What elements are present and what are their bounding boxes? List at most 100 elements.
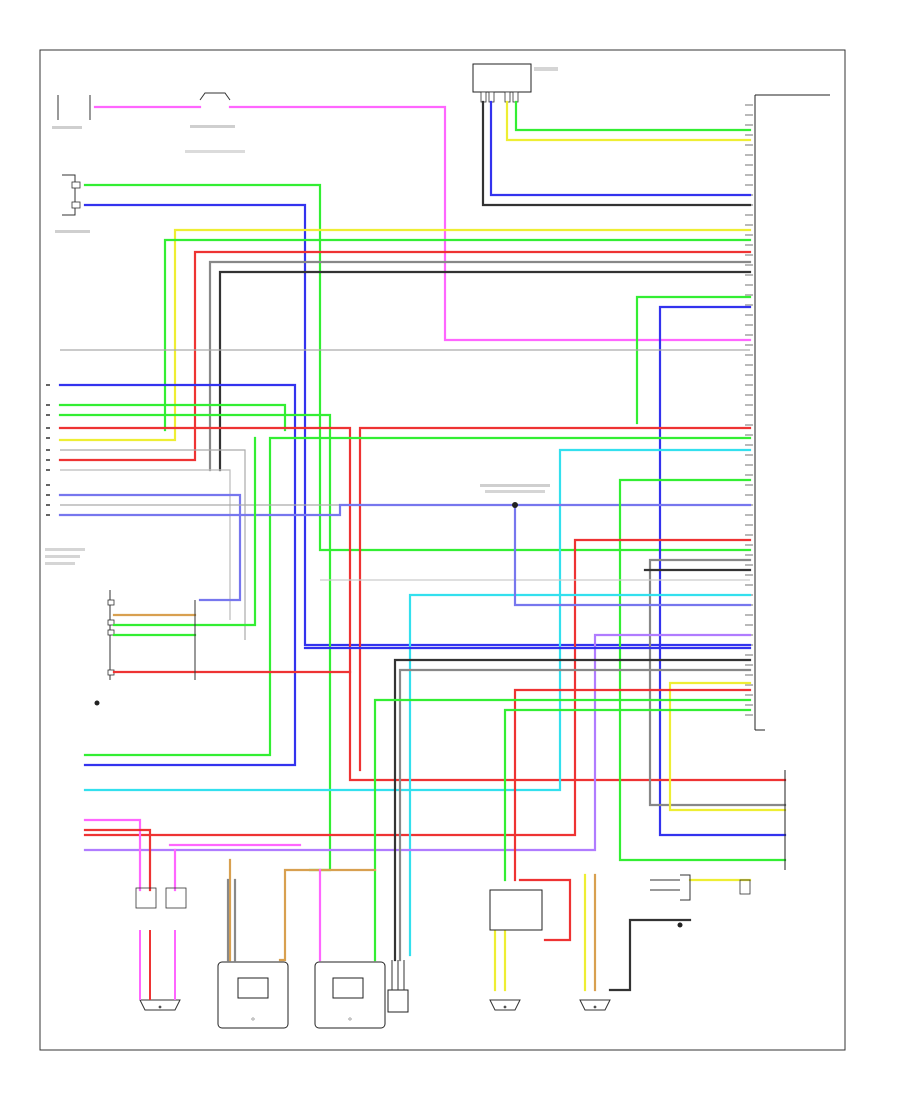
terminal-tick [745,474,753,476]
terminal-tick [745,704,753,706]
terminal-tick [745,344,753,346]
terminal-tick [745,434,753,436]
center-splice [480,484,550,508]
wire-violet-left-bus [58,493,242,602]
left-front-speaker-bottom: ◉ [135,887,187,1011]
terminal-tick [745,664,753,666]
wire-green-left-bus-1 [58,403,287,432]
wire-blue-lf-speaker [83,203,752,647]
wire-black-top-module [481,100,752,207]
terminal-tick [745,714,753,716]
wire-violet-left-bus-2 [58,503,752,517]
wire-blue-top-module [489,100,752,197]
terminal-tick [46,449,50,451]
top-module-label-mark [534,67,558,71]
speaker-icon: ◉ [503,1004,507,1009]
terminal-tick [745,424,753,426]
terminal-tick [745,694,753,696]
terminal-tick [745,614,753,616]
junction-connector-top [185,92,245,153]
wire-black-run-1 [218,270,752,472]
terminal-tick [745,144,753,146]
wire-violet-mid [513,503,752,607]
wire-green-lm [112,436,257,627]
terminal-tick [745,484,753,486]
terminal-tick [745,254,753,256]
terminal-tick [46,427,50,429]
left-rear-speaker: ◉ [579,999,611,1011]
wire-gray-run-1 [208,260,752,472]
terminal-tick [745,294,753,296]
wire-gray-left-bus [60,449,246,640]
terminal-tick [745,104,753,106]
terminal-tick [745,444,753,446]
terminal-tick [745,464,753,466]
wire-gray-left-bus-2 [60,469,231,620]
terminal-tick [745,544,753,546]
terminal-tick [745,304,753,306]
terminal-tick [745,174,753,176]
terminal-tick [46,514,50,516]
terminal-tick [745,284,753,286]
wire-red-box-loop [518,878,572,942]
terminal-tick [46,494,50,496]
speaker-icon: ◉ [158,1004,162,1009]
terminal-tick [745,514,753,516]
wire-cyan-mid [408,593,752,957]
wire-green-right-vert [635,295,752,425]
tweeter-icon: ◎ [251,1016,255,1021]
junction-label-mark [190,125,235,128]
right-rear-speaker: ◉ [489,889,543,1011]
terminal-tick [745,534,753,536]
wire-black-right-speaker [608,918,692,992]
wire-yellow-top-module [505,100,752,142]
terminal-tick [745,674,753,676]
terminal-tick [745,184,753,186]
wire-green-top-module [514,100,752,132]
wire-yellow-run-1 [58,228,752,442]
wire-red-bottom-1 [83,828,152,892]
left-front-speaker-top [55,174,90,233]
terminal-tick [46,437,50,439]
terminal-tick [745,554,753,556]
terminal-tick [745,564,753,566]
terminal-tick [46,404,50,406]
top-module-pins [480,91,519,103]
wire-pink-top [93,105,752,342]
terminal-tick [745,454,753,456]
terminal-tick [745,264,753,266]
top-center-module [472,63,558,103]
left-mid-connector [45,436,352,706]
terminal-tick [46,459,50,461]
terminal-tick [745,334,753,336]
terminal-tick [745,354,753,356]
terminal-tick [46,469,50,471]
terminal-tick [745,364,753,366]
terminal-tick [745,574,753,576]
terminal-tick [745,384,753,386]
left-front-tweeter: ◎ [314,961,386,1029]
wire-red-run-1 [58,250,752,462]
wire-green-low-2 [503,708,752,882]
tweeter-icon: ◎ [348,1016,352,1021]
combination-meter [52,95,91,129]
ground-icon [94,700,100,706]
junction-connector-bottom [387,960,409,1013]
wire-green-long [83,436,752,757]
wire-violet-low [83,633,752,852]
terminal-tick [46,384,50,386]
terminal-tick [745,654,753,656]
wire-harness [58,100,787,992]
wire-green-lf-speaker [83,183,752,552]
terminal-tick [745,224,753,226]
speaker-icon: ◉ [593,1004,597,1009]
wire-red-low [513,688,752,882]
terminal-tick [745,624,753,626]
terminal-tick [745,244,753,246]
terminal-tick [46,504,50,506]
meter-label-mark [52,126,82,129]
terminal-tick [745,374,753,376]
wire-pink-bottom-1 [83,818,142,892]
lf-speaker-label-mark [55,230,90,233]
